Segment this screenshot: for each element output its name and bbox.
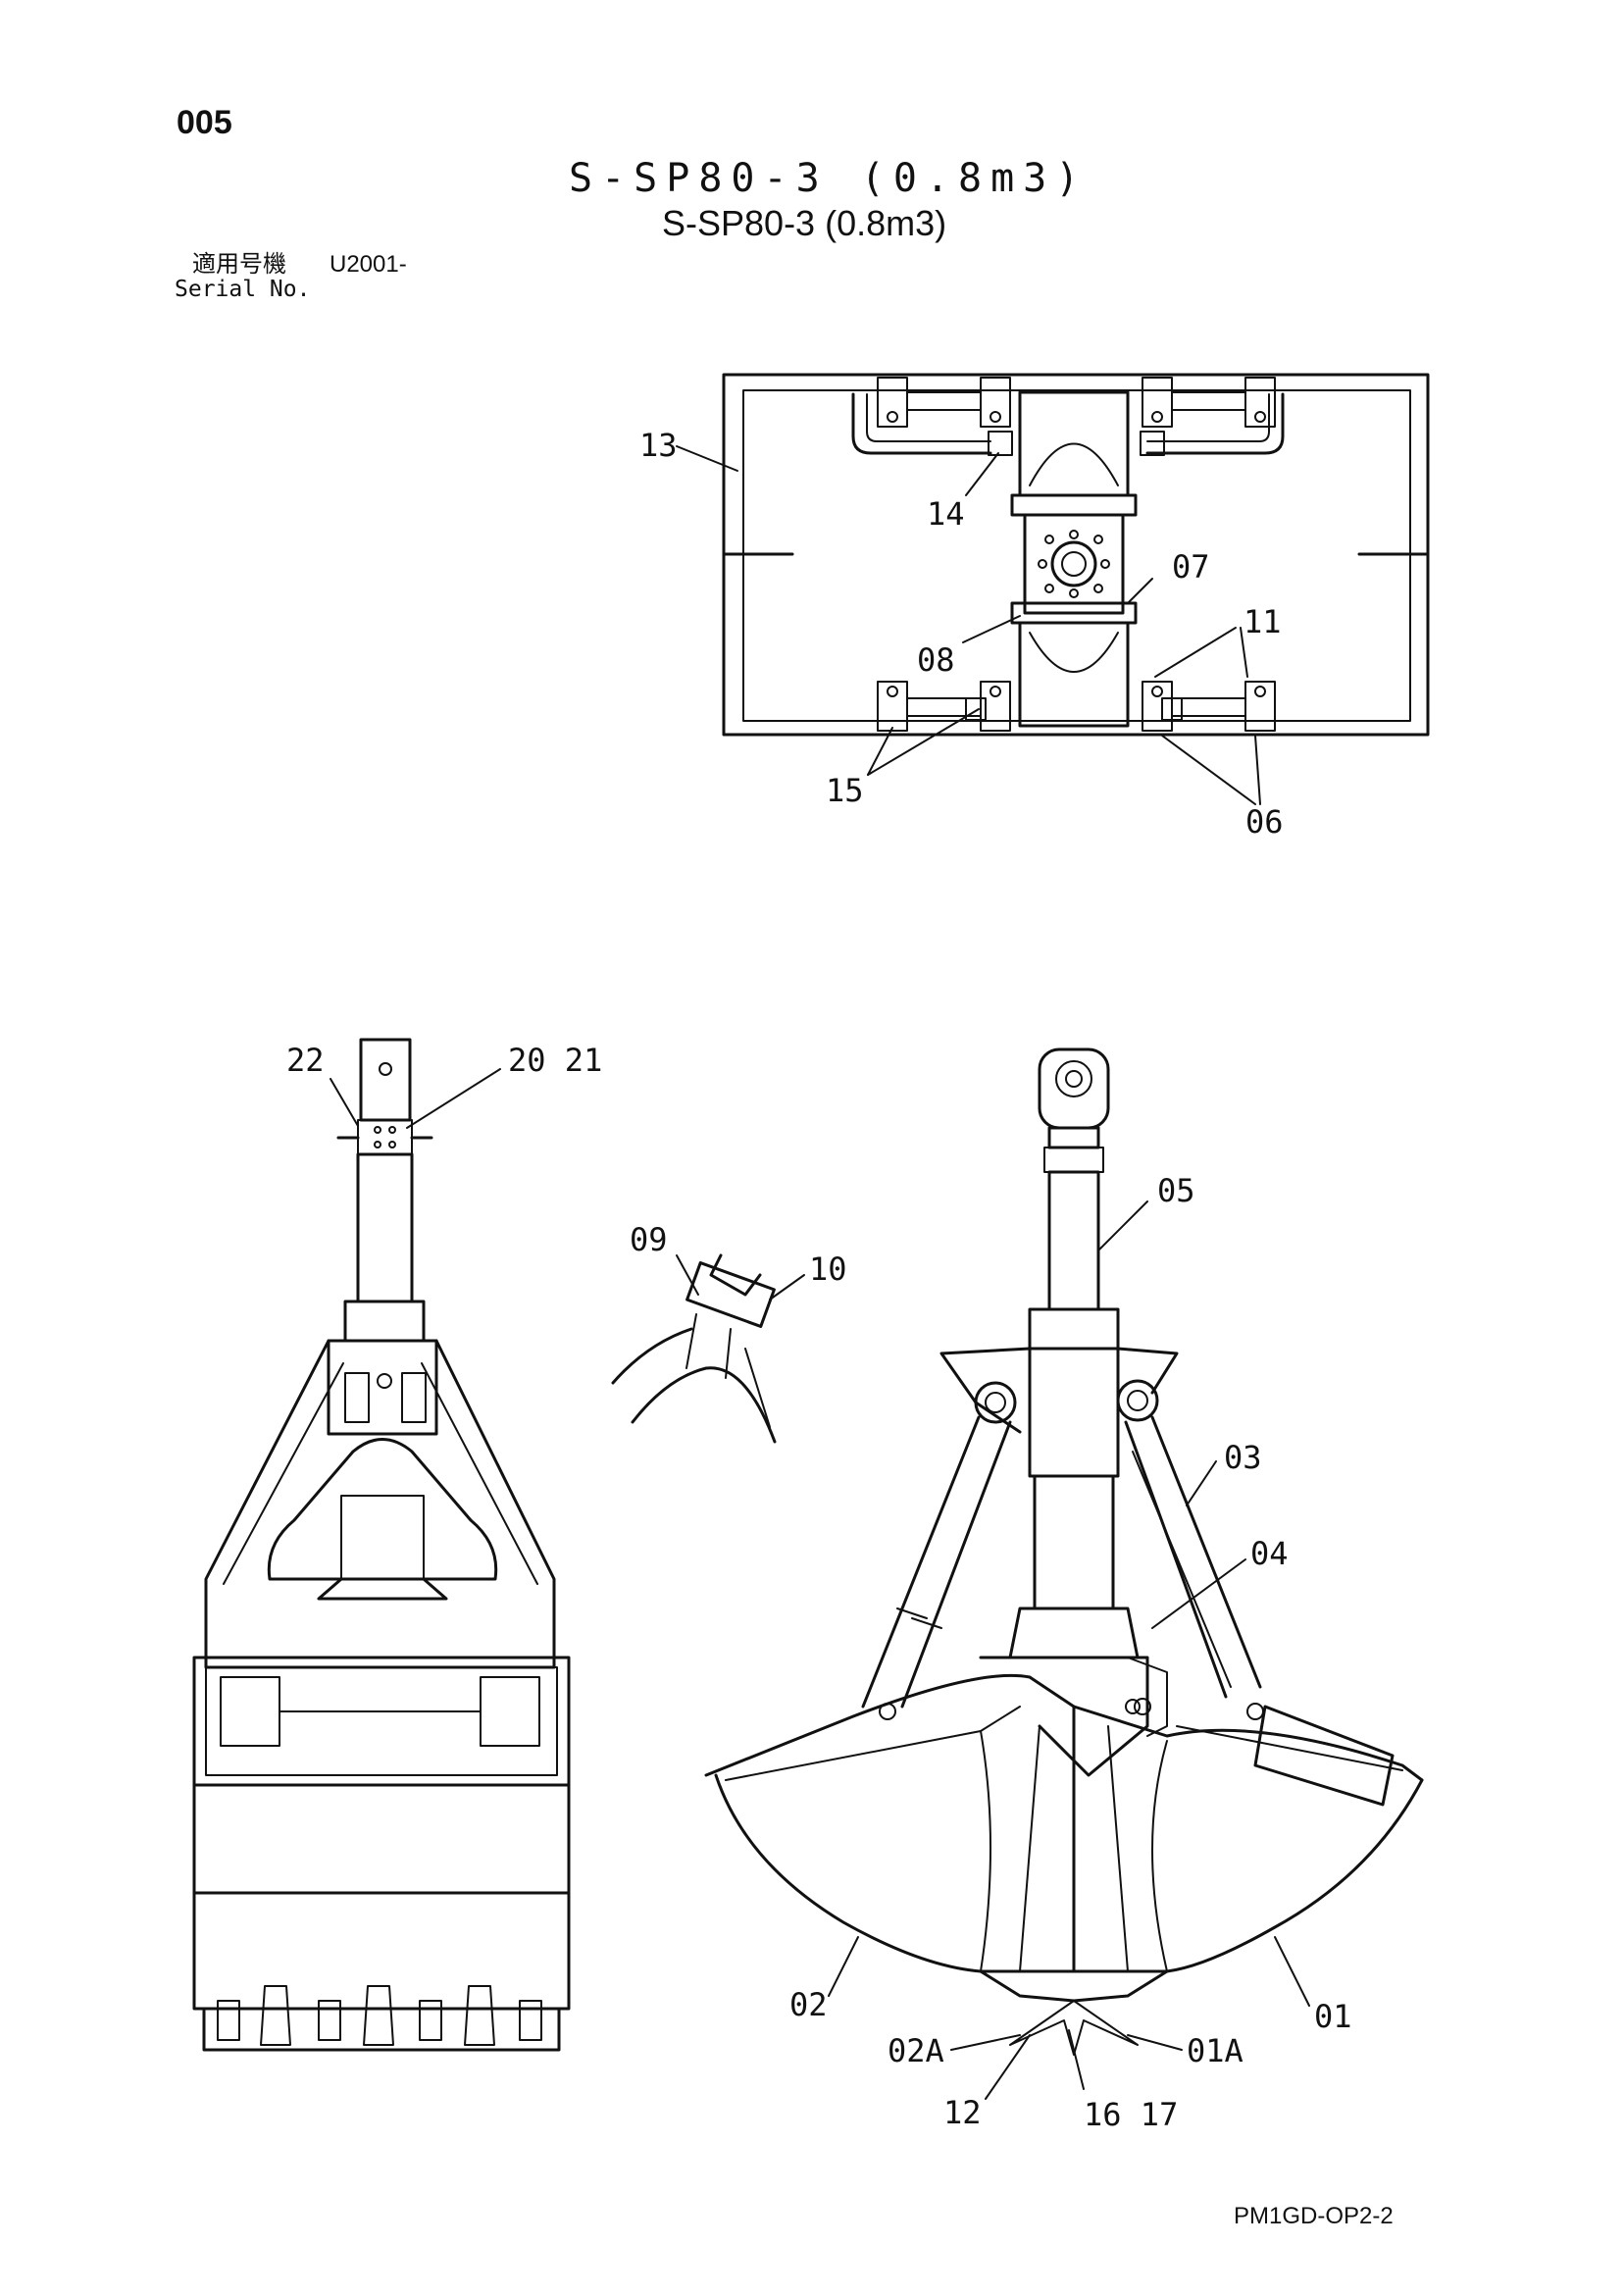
callout-02: 02: [789, 1986, 828, 2023]
callout-09: 09: [630, 1221, 668, 1258]
callout-22: 22: [286, 1042, 325, 1079]
diagram-subtitle: S-SP80-3 (0.8m3): [662, 203, 947, 243]
callout-10: 10: [809, 1250, 847, 1288]
callout-07: 07: [1172, 548, 1210, 586]
callout-15: 15: [826, 772, 864, 809]
page-number: 005: [177, 104, 232, 141]
callout-12: 12: [943, 2094, 982, 2131]
callout-04: 04: [1250, 1535, 1289, 1572]
callout-02A: 02A: [888, 2032, 944, 2069]
callout-08: 08: [917, 641, 955, 679]
callout-13: 13: [639, 427, 678, 464]
detail-view: [611, 1253, 805, 1444]
callout-05: 05: [1157, 1172, 1195, 1209]
serial-label-jp: 適用号機: [192, 250, 286, 278]
top-view-frame: [676, 373, 1430, 805]
serial-label-en: Serial No.: [175, 277, 311, 302]
callout-16-17: 16 17: [1084, 2096, 1179, 2133]
callout-01A: 01A: [1187, 2032, 1243, 2069]
callout-11: 11: [1243, 603, 1282, 640]
front-view: [704, 1047, 1424, 2100]
serial-value: U2001-: [330, 251, 407, 278]
callout-20-21: 20 21: [508, 1042, 603, 1079]
document-code: PM1GD-OP2-2: [1234, 2203, 1394, 2229]
callout-03: 03: [1224, 1439, 1262, 1476]
side-view: [192, 1038, 571, 2052]
callout-01: 01: [1314, 1998, 1352, 2035]
callout-14: 14: [927, 495, 965, 533]
callout-06: 06: [1245, 803, 1284, 841]
diagram-title: S-SP80-3 (0.8m3): [569, 156, 1089, 201]
